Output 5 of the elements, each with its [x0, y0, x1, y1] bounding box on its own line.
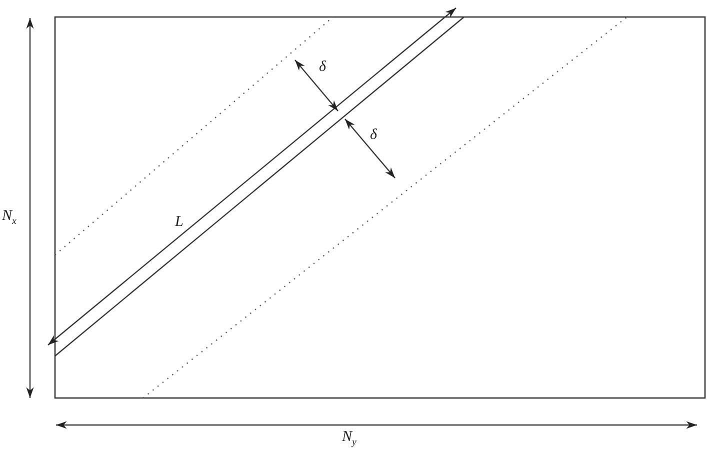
- dimension-label: N$_{y}$: [342, 430, 356, 448]
- dimension-label: N$_{x}$: [2, 209, 16, 227]
- offset-label: δ: [370, 128, 377, 143]
- offset-label: δ: [319, 60, 326, 75]
- length-label: L: [175, 215, 184, 230]
